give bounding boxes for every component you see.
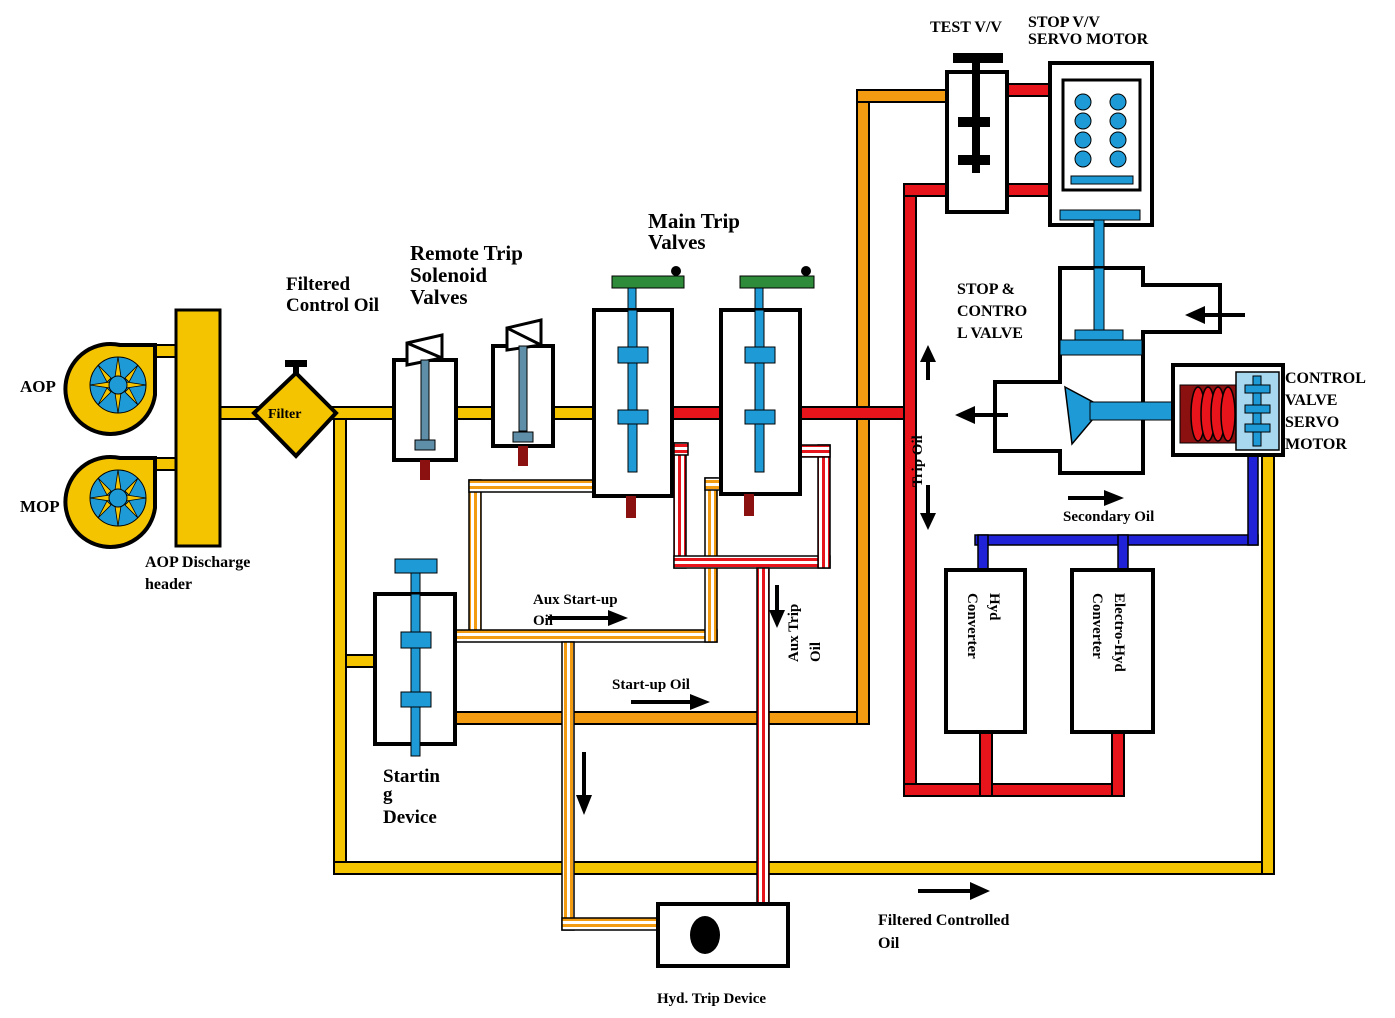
- aux-startup-label-2: Oil: [533, 613, 553, 629]
- arrow-left-icon: [1185, 306, 1245, 324]
- ehyd-converter-label-1: Electro-Hyd: [1111, 593, 1127, 673]
- aux-trip-label-2: Oil: [808, 642, 824, 662]
- filtered-controlled-oil-label-1: Filtered Controlled: [878, 912, 1009, 929]
- filter-label: Filter: [268, 407, 301, 422]
- hyd-trip-device-label: Hyd. Trip Device: [657, 991, 766, 1007]
- arrow-down-icon: [920, 485, 936, 530]
- hyd-converter: [944, 568, 1027, 734]
- secondary-oil-label: Secondary Oil: [1063, 509, 1154, 525]
- stop-valve-servo-motor: [1048, 61, 1154, 336]
- startup-oil-label: Start-up Oil: [612, 677, 690, 693]
- mop-label: MOP: [20, 497, 60, 516]
- cv-servo-label-4: MOTOR: [1285, 436, 1347, 453]
- stop-control-label-1: STOP &: [957, 281, 1015, 298]
- arrow-right-icon: [1068, 490, 1124, 506]
- test-valve-label: TEST V/V: [930, 19, 1002, 36]
- arrow-left-icon: [955, 406, 1008, 424]
- arrow-down-icon: [769, 585, 785, 628]
- arrow-down-icon: [576, 752, 592, 815]
- test-valve: [945, 53, 1009, 214]
- main-trip-valve-2: [719, 266, 815, 516]
- ehyd-converter-label-2: Converter: [1089, 593, 1105, 659]
- aop-discharge-header: [174, 308, 222, 548]
- flow-arrows: [548, 306, 1245, 900]
- arrow-up-icon: [920, 345, 936, 380]
- aop-header-label-2: header: [145, 576, 192, 593]
- stop-control-valve-body: [993, 266, 1222, 475]
- main-trip-label-1: Main Trip: [648, 209, 740, 233]
- cv-servo-label-1: CONTROL: [1285, 370, 1366, 387]
- arrow-right-icon: [918, 882, 990, 900]
- remote-trip-label-3: Valves: [410, 285, 468, 309]
- starting-device-label-3: Device: [383, 807, 437, 828]
- remote-trip-label-2: Solenoid: [410, 263, 487, 287]
- remote-trip-solenoid-valve-2: [491, 318, 555, 466]
- mop-pump: [63, 454, 157, 549]
- remote-trip-solenoid-valve-1: [392, 333, 458, 480]
- hyd-converter-label-2: Converter: [964, 593, 980, 659]
- control-valve-servo-motor: [1171, 363, 1285, 457]
- starting-device-label-2: g: [383, 784, 393, 805]
- trip-oil-label: Trip Oil: [910, 435, 926, 487]
- filtered-controlled-oil-label-2: Oil: [878, 935, 900, 952]
- aop-header-label-1: AOP Discharge: [145, 554, 250, 571]
- main-trip-label-2: Valves: [648, 230, 706, 254]
- aux-trip-label-1: Aux Trip: [786, 604, 802, 662]
- aop-pump: [63, 341, 157, 436]
- filtered-control-oil-label-2: Control Oil: [286, 295, 379, 316]
- arrow-right-icon: [548, 610, 628, 626]
- starting-device-label-1: Startin: [383, 766, 440, 787]
- arrow-right-icon: [631, 694, 710, 710]
- filter: [251, 360, 339, 459]
- electro-hyd-converter: [1070, 568, 1155, 734]
- cv-servo-label-3: SERVO: [1285, 414, 1339, 431]
- stop-servo-label-1: STOP V/V: [1028, 14, 1100, 31]
- stop-control-label-3: L VALVE: [957, 325, 1023, 342]
- stop-servo-label-2: SERVO MOTOR: [1028, 31, 1149, 48]
- aop-label: AOP: [20, 377, 56, 396]
- stop-control-label-2: CONTRO: [957, 303, 1027, 320]
- secondary-oil-pipes: [974, 454, 1259, 571]
- cv-servo-label-2: VALVE: [1285, 392, 1337, 409]
- main-trip-valve-1: [592, 266, 685, 518]
- remote-trip-label-1: Remote Trip: [410, 241, 523, 265]
- hyd-trip-device: [656, 902, 790, 968]
- starting-device: [373, 558, 457, 757]
- labels: AOP MOP AOP Discharge header Filter Filt…: [20, 14, 1366, 1007]
- filtered-control-oil-label-1: Filtered: [286, 274, 350, 295]
- hyd-converter-label-1: Hyd: [986, 593, 1002, 621]
- aux-startup-label-1: Aux Start-up: [533, 592, 618, 608]
- aux-trip-oil-hatched-pipes: [673, 442, 831, 905]
